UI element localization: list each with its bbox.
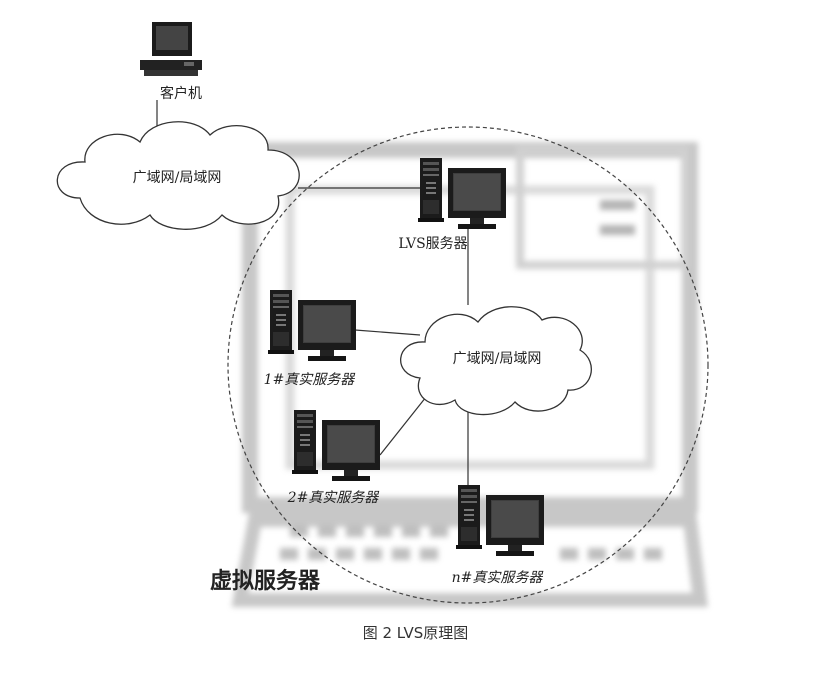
- wan-cloud-inner: [400, 306, 592, 416]
- wan-top-label: 广域网/局域网: [133, 170, 222, 186]
- real-server-n-icon: [456, 485, 544, 556]
- connection-lines: [156, 100, 469, 485]
- virtual-server-boundary: [227, 126, 709, 604]
- link-server1-lan: [354, 329, 421, 336]
- figure-caption: 图 2 LVS原理图: [362, 624, 469, 642]
- real-server-1-icon: [268, 290, 356, 361]
- lvs-label: LVS服务器: [398, 236, 467, 252]
- servern-label: n#真实服务器: [452, 570, 545, 586]
- client-label: 客户机: [160, 85, 202, 102]
- link-server2-lan: [379, 391, 431, 456]
- real-server-2-icon: [292, 410, 380, 481]
- lvs-server-icon: [418, 158, 506, 229]
- server2-label: 2#真实服务器: [287, 490, 381, 506]
- server1-label: 1#真实服务器: [264, 372, 357, 388]
- wan-cloud-top: [56, 121, 300, 230]
- client-computer-icon: [140, 22, 202, 76]
- wan-inner-label: 广域网/局域网: [453, 351, 542, 367]
- virtual-server-label: 虚拟服务器: [210, 568, 321, 594]
